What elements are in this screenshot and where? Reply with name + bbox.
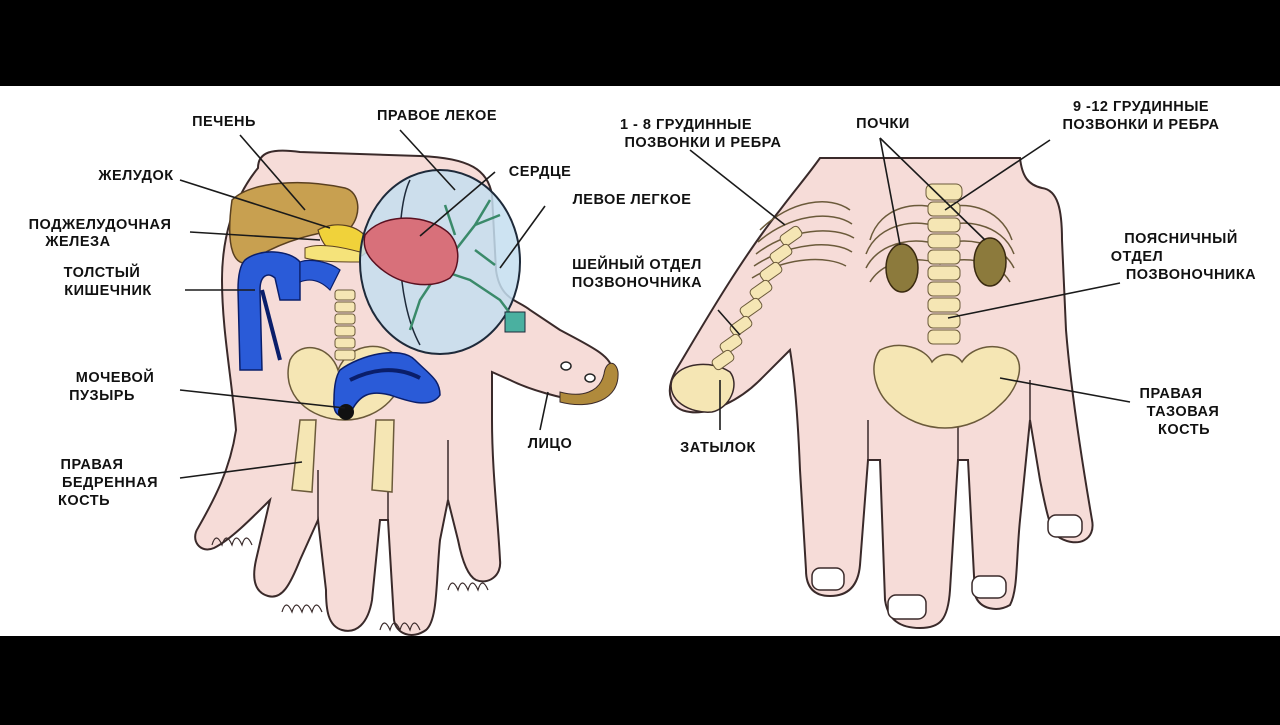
spine-bone bbox=[334, 289, 356, 361]
label-kidneys: ПОЧКИ bbox=[856, 116, 910, 132]
spine-bone-back bbox=[925, 183, 963, 345]
nail bbox=[1047, 514, 1083, 538]
colon-organ-lower bbox=[299, 259, 341, 292]
label-lumbar-3: ПОЗВОНОЧНИКА bbox=[1126, 267, 1256, 283]
label-cervical-2: ПОЗВОНОЧНИКА bbox=[572, 275, 702, 291]
occiput-thumbtip bbox=[670, 363, 735, 413]
right-femur-bone bbox=[291, 419, 317, 493]
left-fingertip-details bbox=[211, 537, 489, 632]
label-liver: ПЕЧЕНЬ bbox=[192, 114, 256, 130]
label-pelvis-2: ТАЗОВАЯ bbox=[1147, 404, 1220, 420]
label-stomach: ЖЕЛУДОК bbox=[97, 168, 173, 184]
pelvis-bone-back bbox=[873, 344, 1021, 429]
label-thoracic-1-8-line2: ПОЗВОНКИ И РЕБРА bbox=[624, 135, 781, 151]
nail bbox=[971, 575, 1007, 599]
label-lumbar-1: ПОЯСНИЧНЫЙ bbox=[1124, 229, 1238, 247]
label-left-lung: ЛЕВОЕ ЛЕГКОЕ bbox=[573, 192, 692, 208]
colon-line bbox=[260, 289, 282, 361]
labels: ПЕЧЕНЬ ПРАВОЕ ЛЕКОЕ СЕРДЦЕ ЖЕЛУДОК ЛЕВОЕ… bbox=[29, 99, 1256, 509]
nail bbox=[887, 594, 927, 620]
bladder-organ bbox=[338, 404, 354, 420]
label-thoracic-9-12-line1: 9 -12 ГРУДИННЫЕ bbox=[1073, 99, 1209, 115]
face-eye bbox=[560, 361, 572, 371]
label-heart: СЕРДЦЕ bbox=[509, 164, 572, 180]
white-panel bbox=[0, 86, 1280, 636]
kidney-right bbox=[885, 243, 919, 293]
label-femur-2: БЕДРЕННАЯ bbox=[62, 475, 158, 491]
label-face: ЛИЦО bbox=[528, 436, 572, 452]
label-pancreas-1: ПОДЖЕЛУДОЧНАЯ bbox=[29, 217, 172, 233]
trachea-tip bbox=[504, 311, 526, 333]
cervical-spine-bone bbox=[711, 225, 803, 371]
label-cervical-1: ШЕЙНЫЙ ОТДЕЛ bbox=[572, 255, 702, 273]
kidney-left bbox=[973, 237, 1007, 287]
leader-lines bbox=[179, 129, 1131, 479]
label-bladder-1: МОЧЕВОЙ bbox=[76, 368, 155, 386]
nail bbox=[811, 567, 845, 591]
face-eye bbox=[584, 373, 596, 383]
label-occiput: ЗАТЫЛОК bbox=[680, 440, 756, 456]
label-right-lung: ПРАВОЕ ЛЕКОЕ bbox=[377, 108, 497, 124]
label-femur-1: ПРАВАЯ bbox=[61, 457, 124, 473]
colon-organ-sigmoid bbox=[333, 351, 441, 417]
label-pelvis-3: КОСТЬ bbox=[1158, 422, 1210, 438]
left-femur-bone bbox=[371, 419, 395, 493]
label-bladder-2: ПУЗЫРЬ bbox=[69, 388, 135, 404]
label-thoracic-1-8-line1: 1 - 8 ГРУДИННЫЕ bbox=[620, 117, 752, 133]
colon-organ bbox=[237, 251, 301, 371]
label-femur-3: КОСТЬ bbox=[58, 493, 110, 509]
left-hand bbox=[194, 149, 619, 636]
label-lumbar-2: ОТДЕЛ bbox=[1111, 249, 1163, 265]
heart-organ bbox=[363, 217, 459, 286]
label-pelvis-1: ПРАВАЯ bbox=[1140, 386, 1203, 402]
colon-line bbox=[349, 368, 421, 382]
label-colon-1: ТОЛСТЫЙ bbox=[64, 263, 141, 281]
label-colon-2: КИШЕЧНИК bbox=[64, 283, 151, 299]
right-hand bbox=[668, 157, 1094, 630]
face-hair bbox=[559, 362, 619, 406]
label-pancreas-2: ЖЕЛЕЗА bbox=[44, 234, 110, 250]
label-thoracic-9-12-line2: ПОЗВОНКИ И РЕБРА bbox=[1062, 117, 1219, 133]
